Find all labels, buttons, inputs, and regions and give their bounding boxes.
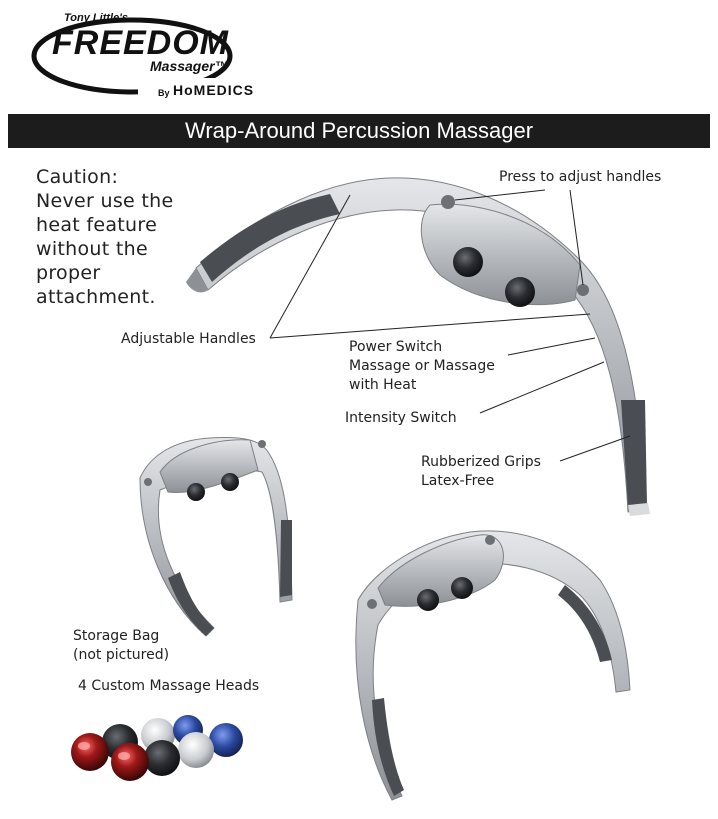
label-adjustable-handles: Adjustable Handles bbox=[121, 331, 256, 347]
storage-line: Storage Bag bbox=[73, 628, 160, 644]
power-switch-line: Massage or Massage bbox=[349, 358, 495, 374]
label-power-switch: Power Switch Massage or Massage with Hea… bbox=[349, 338, 495, 395]
banner-title: Wrap-Around Percussion Massager bbox=[184, 118, 534, 143]
label-massage-heads: 4 Custom Massage Heads bbox=[78, 678, 260, 694]
label-storage-bag: Storage Bag (not pictured) bbox=[73, 627, 169, 665]
logo-swoosh bbox=[31, 17, 238, 102]
freedom-massager-logo: Tony Little's FREEDOM Massager™ By HoMED… bbox=[30, 8, 253, 103]
caution-line: Never use the bbox=[36, 190, 174, 212]
power-switch-line: with Heat bbox=[349, 377, 417, 393]
logo-subtitle: Massager™ bbox=[150, 58, 229, 74]
caution-line: attachment. bbox=[36, 286, 156, 308]
caution-line: heat feature bbox=[36, 214, 158, 236]
grips-line: Rubberized Grips bbox=[421, 454, 541, 470]
caution-line: proper bbox=[36, 262, 101, 284]
logo-maker: HoMEDICS bbox=[173, 82, 255, 98]
logo-by: By bbox=[158, 88, 170, 98]
caution-heading: Caution: bbox=[36, 166, 119, 188]
title-banner: Wrap-Around Percussion Massager bbox=[8, 114, 710, 148]
small-massager-left bbox=[139, 437, 293, 637]
callout-lines bbox=[269, 189, 631, 462]
logo-presenter: Tony Little's bbox=[64, 12, 128, 24]
caution-notice: Caution: Never use the heat feature with… bbox=[36, 165, 173, 309]
label-rubberized-grips: Rubberized Grips Latex-Free bbox=[421, 453, 541, 491]
power-switch-line: Power Switch bbox=[349, 339, 443, 355]
storage-line: (not pictured) bbox=[73, 647, 170, 663]
massage-heads bbox=[71, 715, 243, 781]
logo-brand: FREEDOM bbox=[52, 24, 229, 62]
large-massager bbox=[186, 177, 650, 516]
small-massager-right bbox=[355, 530, 631, 801]
caution-line: without the bbox=[36, 238, 148, 260]
label-press-adjust: Press to adjust handles bbox=[499, 169, 662, 185]
label-intensity-switch: Intensity Switch bbox=[345, 410, 457, 426]
grips-line: Latex-Free bbox=[421, 473, 495, 489]
